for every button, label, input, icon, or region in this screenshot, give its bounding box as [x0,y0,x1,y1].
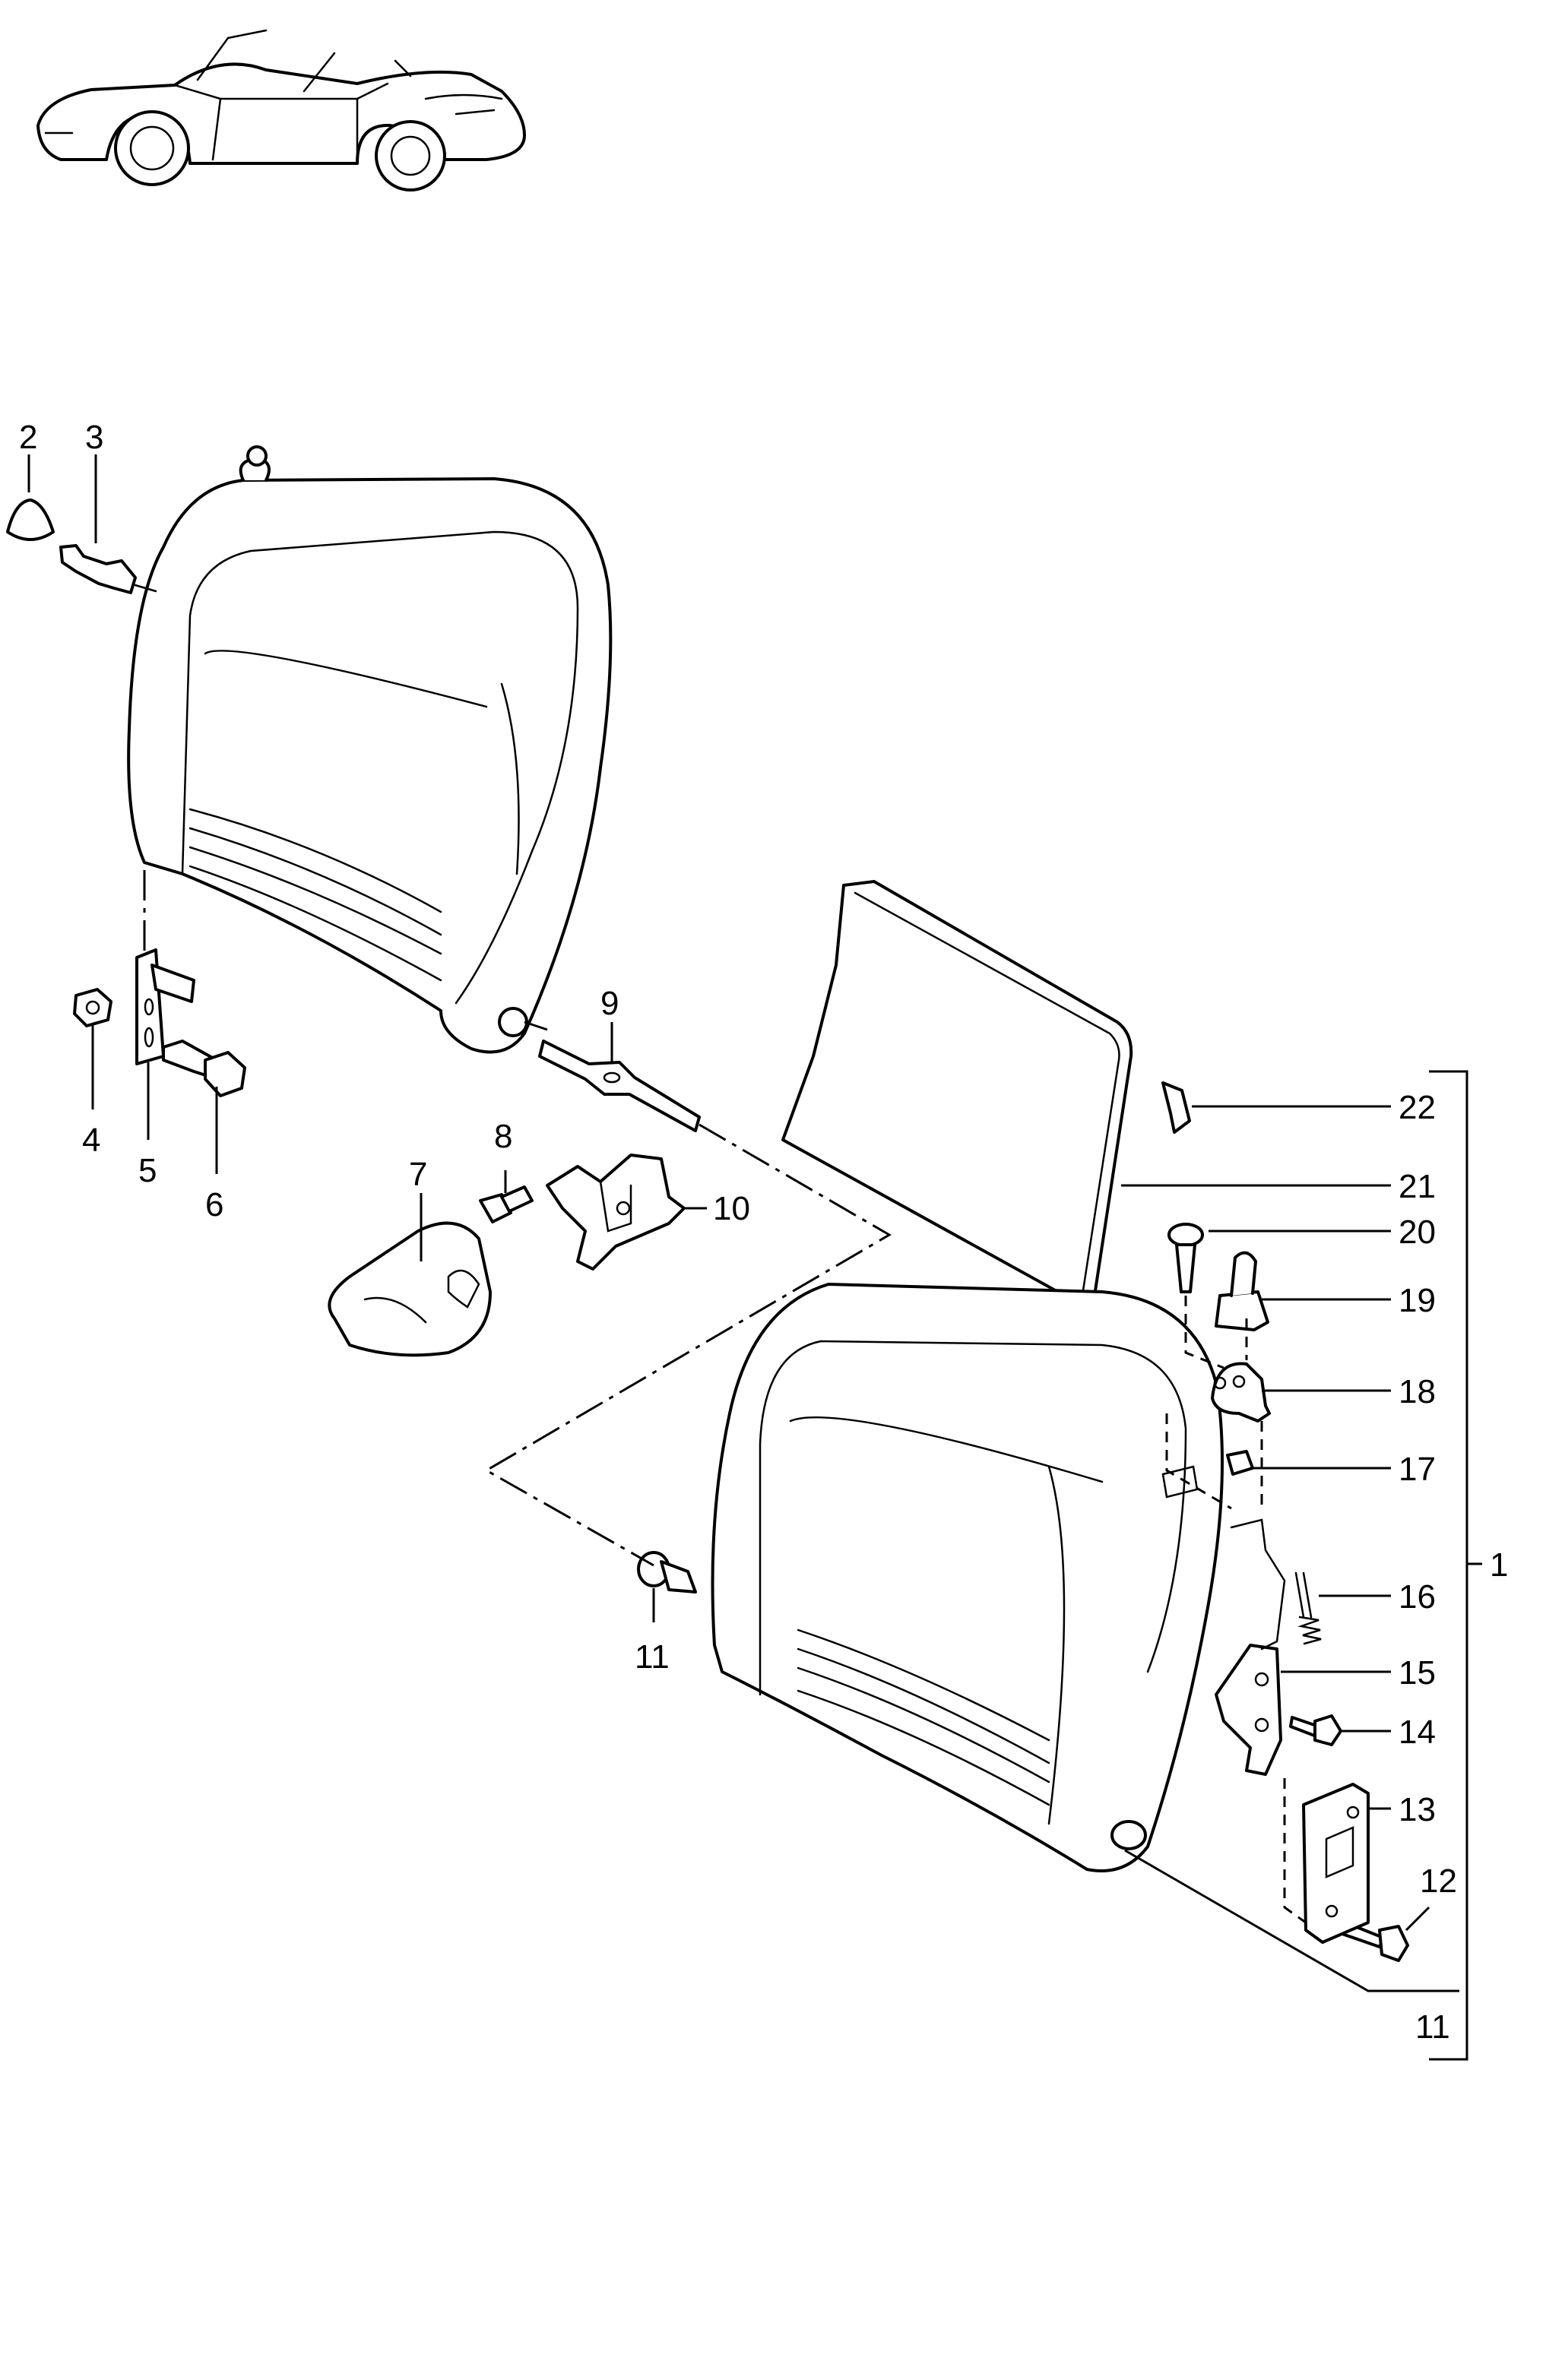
callout-6: 6 [205,1186,223,1223]
part-13-plate [1302,1783,1370,1944]
seat-back-lower [711,1283,1224,1872]
part-16-spring [1294,1571,1322,1645]
callout-20: 20 [1399,1214,1436,1251]
part-15-latch [1215,1518,1286,1776]
callout-18: 18 [1399,1373,1436,1410]
part-6-bolt [162,1040,246,1097]
seat-back-upper [127,445,613,1054]
part-17-clip [1226,1450,1254,1476]
part-3-bolt [59,544,157,594]
part-19-guide [1215,1251,1269,1331]
callout-2: 2 [19,419,37,456]
callout-22: 22 [1399,1089,1436,1126]
part-2-cap [6,498,55,541]
part-18-guide [1211,1362,1271,1423]
callout-9: 9 [600,985,619,1022]
part-14-bolt [1289,1714,1342,1746]
callout-8: 8 [494,1118,512,1155]
convertible-car-icon [36,29,526,191]
callout-15: 15 [1399,1654,1436,1692]
part-4-nut [73,988,112,1027]
part-11-screw [637,1551,697,1594]
part-20-screw [1167,1223,1204,1293]
part-21-panel [781,880,1133,1304]
callout-11-left: 11 [635,1638,670,1676]
part-8-bolt [479,1185,534,1223]
part-7-cover [328,1221,492,1357]
part-22-clip [1161,1081,1191,1134]
callout-10: 10 [713,1190,750,1227]
assembly-lines [143,870,1307,1924]
callout-3: 3 [85,419,103,456]
callout-1: 1 [1490,1546,1508,1584]
callout-7: 7 [409,1156,427,1193]
callout-21: 21 [1399,1168,1436,1205]
callout-19: 19 [1399,1282,1436,1319]
callout-17: 17 [1399,1451,1436,1488]
callout-16: 16 [1399,1578,1436,1616]
callout-14: 14 [1399,1714,1436,1751]
part-9-shaft [538,1040,701,1132]
part-10-hinge [546,1154,686,1271]
callout-11-right: 11 [1415,2008,1450,2046]
callout-4: 4 [82,1122,100,1159]
leader-lines [27,454,1482,2061]
callout-13: 13 [1399,1791,1436,1828]
callout-12: 12 [1420,1863,1457,1900]
callout-5: 5 [138,1152,157,1189]
callout-labels: 2 3 4 5 6 7 8 9 10 11 22 21 20 19 18 17 … [19,419,1508,2046]
